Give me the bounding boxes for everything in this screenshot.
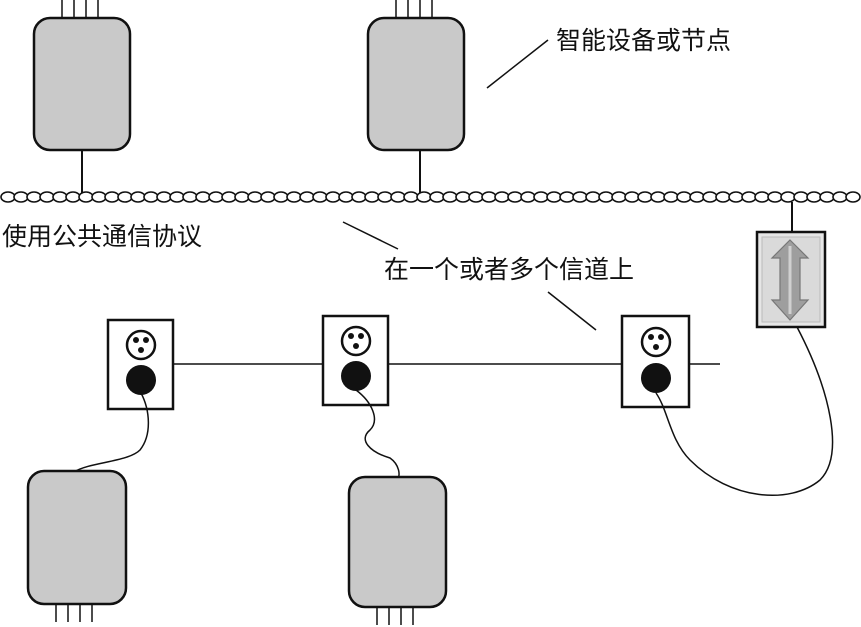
- bus-bead: [663, 191, 679, 203]
- bus-bead: [78, 191, 94, 203]
- bus-bead: [832, 191, 848, 203]
- bus-bead: [403, 191, 419, 203]
- bus-bead: [754, 191, 770, 203]
- bus-bead: [845, 191, 861, 203]
- bus-bead: [520, 191, 536, 203]
- bus-bead: [546, 191, 562, 203]
- socket-3: [620, 314, 691, 409]
- bus-bead: [572, 191, 588, 203]
- channel-label-pointer: [547, 291, 597, 331]
- device-label-pointer: [486, 39, 549, 89]
- bus-bead: [702, 191, 718, 203]
- cord-socket-3: [655, 326, 834, 496]
- bus-bead: [585, 191, 601, 203]
- bus-bead: [65, 191, 81, 203]
- top-left-device-pins: [61, 0, 99, 18]
- bus-bead: [286, 191, 302, 203]
- top-middle-device-pins: [395, 0, 433, 18]
- bus-bead: [416, 191, 432, 203]
- bus-bead: [39, 191, 55, 203]
- bus-bead: [91, 191, 107, 203]
- bus-bead: [468, 191, 484, 203]
- socket-2: [321, 314, 390, 407]
- bus-bead: [130, 191, 146, 203]
- bus-bead: [728, 191, 744, 203]
- bus-bead: [364, 191, 380, 203]
- bottom-left-device-pins: [55, 604, 93, 622]
- bus-bead: [481, 191, 497, 203]
- bus-bead: [104, 191, 120, 203]
- bus-bead: [507, 191, 523, 203]
- bus-bead: [156, 191, 172, 203]
- bus-bead: [429, 191, 445, 203]
- bus-bead: [390, 191, 406, 203]
- bottom-left-device: [26, 469, 128, 622]
- bus-bead: [767, 191, 783, 203]
- bus-bead: [650, 191, 666, 203]
- bus-bead: [689, 191, 705, 203]
- bus-bead: [793, 191, 809, 203]
- bus-bead: [715, 191, 731, 203]
- bus-bead: [0, 191, 16, 203]
- bus-bead: [273, 191, 289, 203]
- bus-bead: [260, 191, 276, 203]
- bus-bead: [455, 191, 471, 203]
- bus-bead: [26, 191, 42, 203]
- bus-bead: [52, 191, 68, 203]
- bottom-middle-device-pins: [376, 607, 414, 625]
- bus-bead: [338, 191, 354, 203]
- bus-bead: [780, 191, 796, 203]
- smart-device-label: 智能设备或节点: [556, 26, 732, 55]
- bus-bead: [377, 191, 393, 203]
- bus-bead: [806, 191, 822, 203]
- bus-bead: [676, 191, 692, 203]
- bus-bead: [208, 191, 224, 203]
- bus-bead: [611, 191, 627, 203]
- bus-bead: [312, 191, 328, 203]
- bus-bead: [741, 191, 757, 203]
- bus-bead: [533, 191, 549, 203]
- common-protocol-label: 使用公共通信协议: [2, 222, 203, 251]
- bus-bead: [169, 191, 185, 203]
- socket-1: [106, 318, 175, 411]
- bus-bead: [325, 191, 341, 203]
- bus-bead: [637, 191, 653, 203]
- bus-bead: [819, 191, 835, 203]
- top-middle-device: [366, 0, 466, 193]
- protocol-label-pointer: [342, 221, 399, 250]
- bus-bead: [221, 191, 237, 203]
- bus-bead: [117, 191, 133, 203]
- bus-bead: [351, 191, 367, 203]
- bus-bead: [247, 191, 263, 203]
- bus-bead: [195, 191, 211, 203]
- channels-label: 在一个或者多个信道上: [384, 255, 635, 284]
- bus-bead: [299, 191, 315, 203]
- bus-bead: [624, 191, 640, 203]
- bus-bead: [494, 191, 510, 203]
- top-left-device: [32, 0, 132, 193]
- bus-bead: [143, 191, 159, 203]
- twisted-pair-bus: [0, 191, 861, 203]
- cord-socket-1: [73, 392, 150, 473]
- bus-bead: [598, 191, 614, 203]
- bottom-middle-device: [347, 475, 448, 625]
- bus-bead: [559, 191, 575, 203]
- bus-bead: [182, 191, 198, 203]
- bus-bead: [234, 191, 250, 203]
- bus-bead: [442, 191, 458, 203]
- cord-socket-2: [355, 389, 400, 479]
- bus-bead: [13, 191, 29, 203]
- bridge-device: [755, 202, 827, 329]
